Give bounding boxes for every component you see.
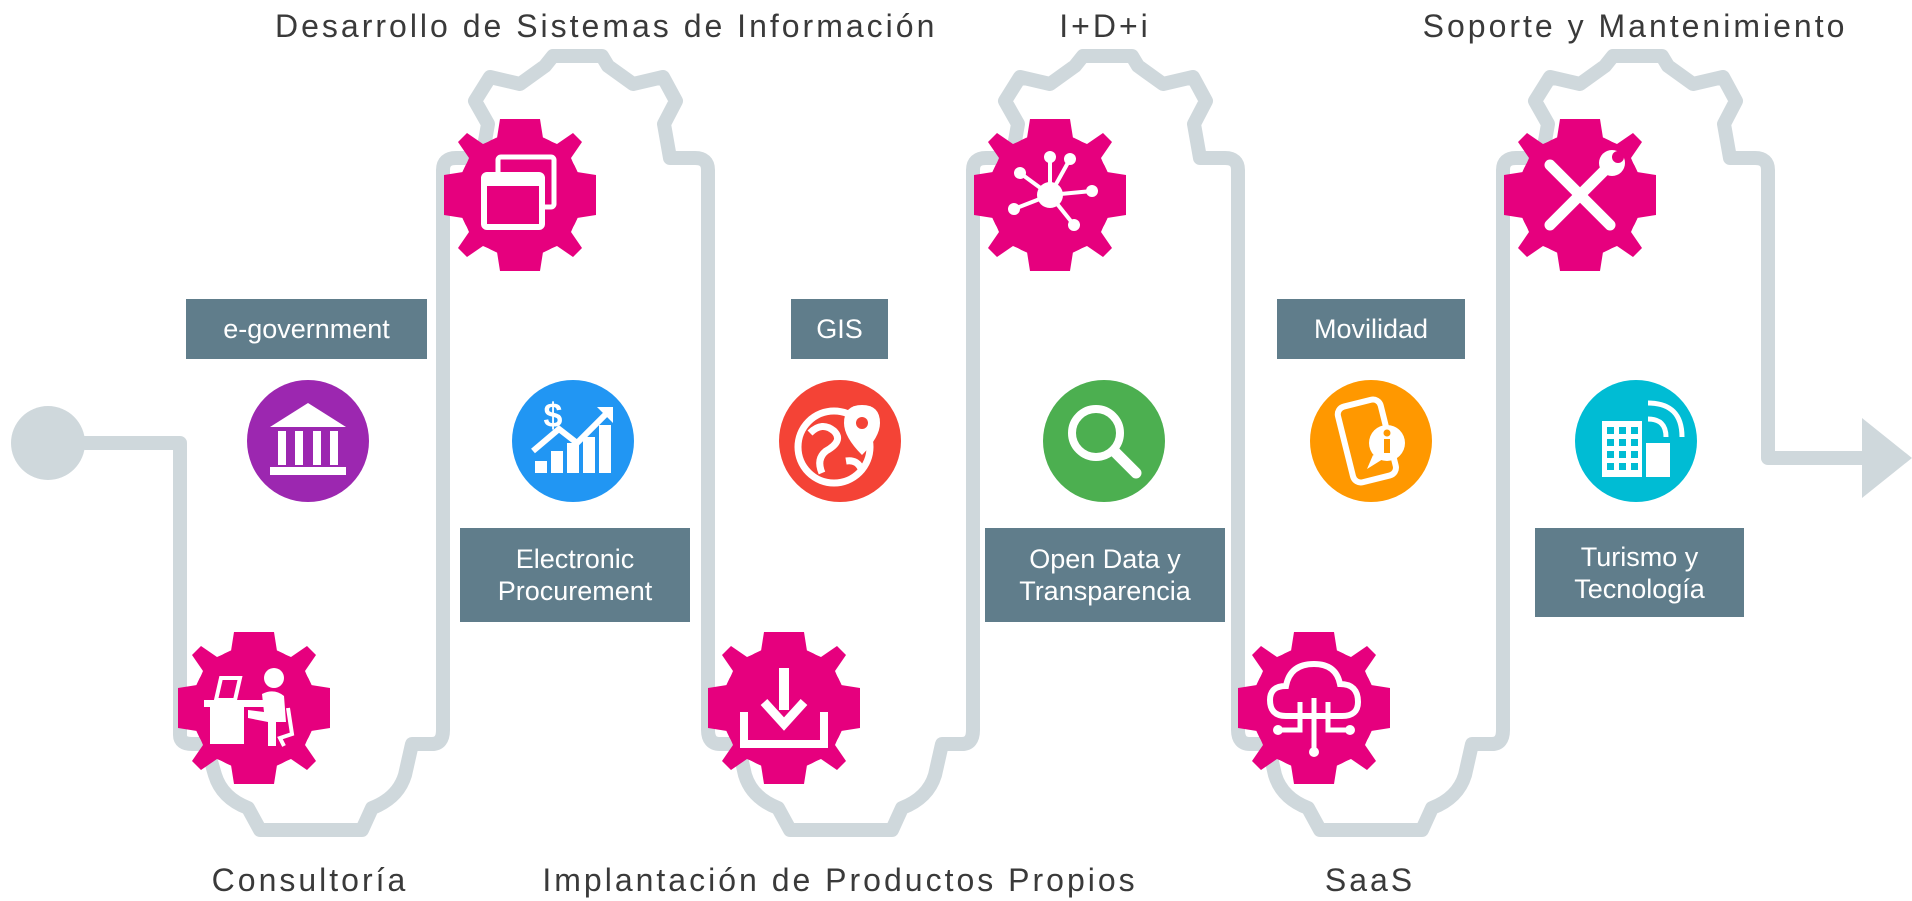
area-circle-turismo	[1575, 380, 1697, 502]
area-tag-e-government: e-government	[186, 299, 427, 359]
stage-label-desarrollo: Desarrollo de Sistemas de Información	[275, 8, 938, 44]
start-node	[11, 406, 85, 480]
area-circle-electronic-procurement: $	[512, 380, 634, 502]
area-tag-electronic-procurement: Electronic Procurement	[460, 528, 690, 622]
area-tag-gis: GIS	[791, 299, 888, 359]
area-circle-e-government	[247, 380, 369, 502]
mobile-info-icon	[1334, 396, 1405, 486]
area-circle-open-data	[1043, 380, 1165, 502]
stage-label-saas: SaaS	[1324, 862, 1416, 898]
gear-idi	[974, 119, 1126, 271]
consultant-desk-icon	[204, 668, 295, 747]
gear-saas	[1238, 632, 1390, 784]
stage-label-soporte: Soporte y Mantenimiento	[1422, 8, 1848, 44]
government-building-icon	[270, 403, 346, 475]
globe-pin-icon	[794, 405, 880, 487]
download-icon	[740, 668, 828, 748]
smart-building-icon	[1602, 400, 1685, 477]
stage-label-consultoria: Consultoría	[211, 862, 409, 898]
area-circle-movilidad	[1310, 380, 1432, 502]
area-circle-gis	[779, 380, 901, 502]
area-tag-open-data: Open Data y Transparencia	[985, 528, 1225, 622]
gear-consultoria	[178, 632, 330, 784]
area-tag-turismo: Turismo y Tecnología	[1535, 528, 1744, 617]
gear-implantacion	[708, 632, 860, 784]
stage-label-idi: I+D+i	[1059, 8, 1151, 44]
network-hub-icon	[1008, 151, 1098, 231]
area-tag-movilidad: Movilidad	[1277, 299, 1465, 359]
flow-track	[78, 49, 1877, 837]
magnifier-icon	[1068, 405, 1142, 479]
gear-soporte	[1504, 119, 1656, 271]
cloud-network-icon	[1266, 660, 1362, 757]
tools-icon	[1544, 150, 1625, 231]
arrow-head	[1862, 418, 1912, 498]
growth-chart-icon: $	[531, 397, 613, 473]
gear-desarrollo	[444, 119, 596, 271]
stage-label-implantacion: Implantación de Productos Propios	[542, 862, 1138, 898]
svg-text:$: $	[544, 397, 563, 435]
windows-icon	[481, 154, 557, 230]
